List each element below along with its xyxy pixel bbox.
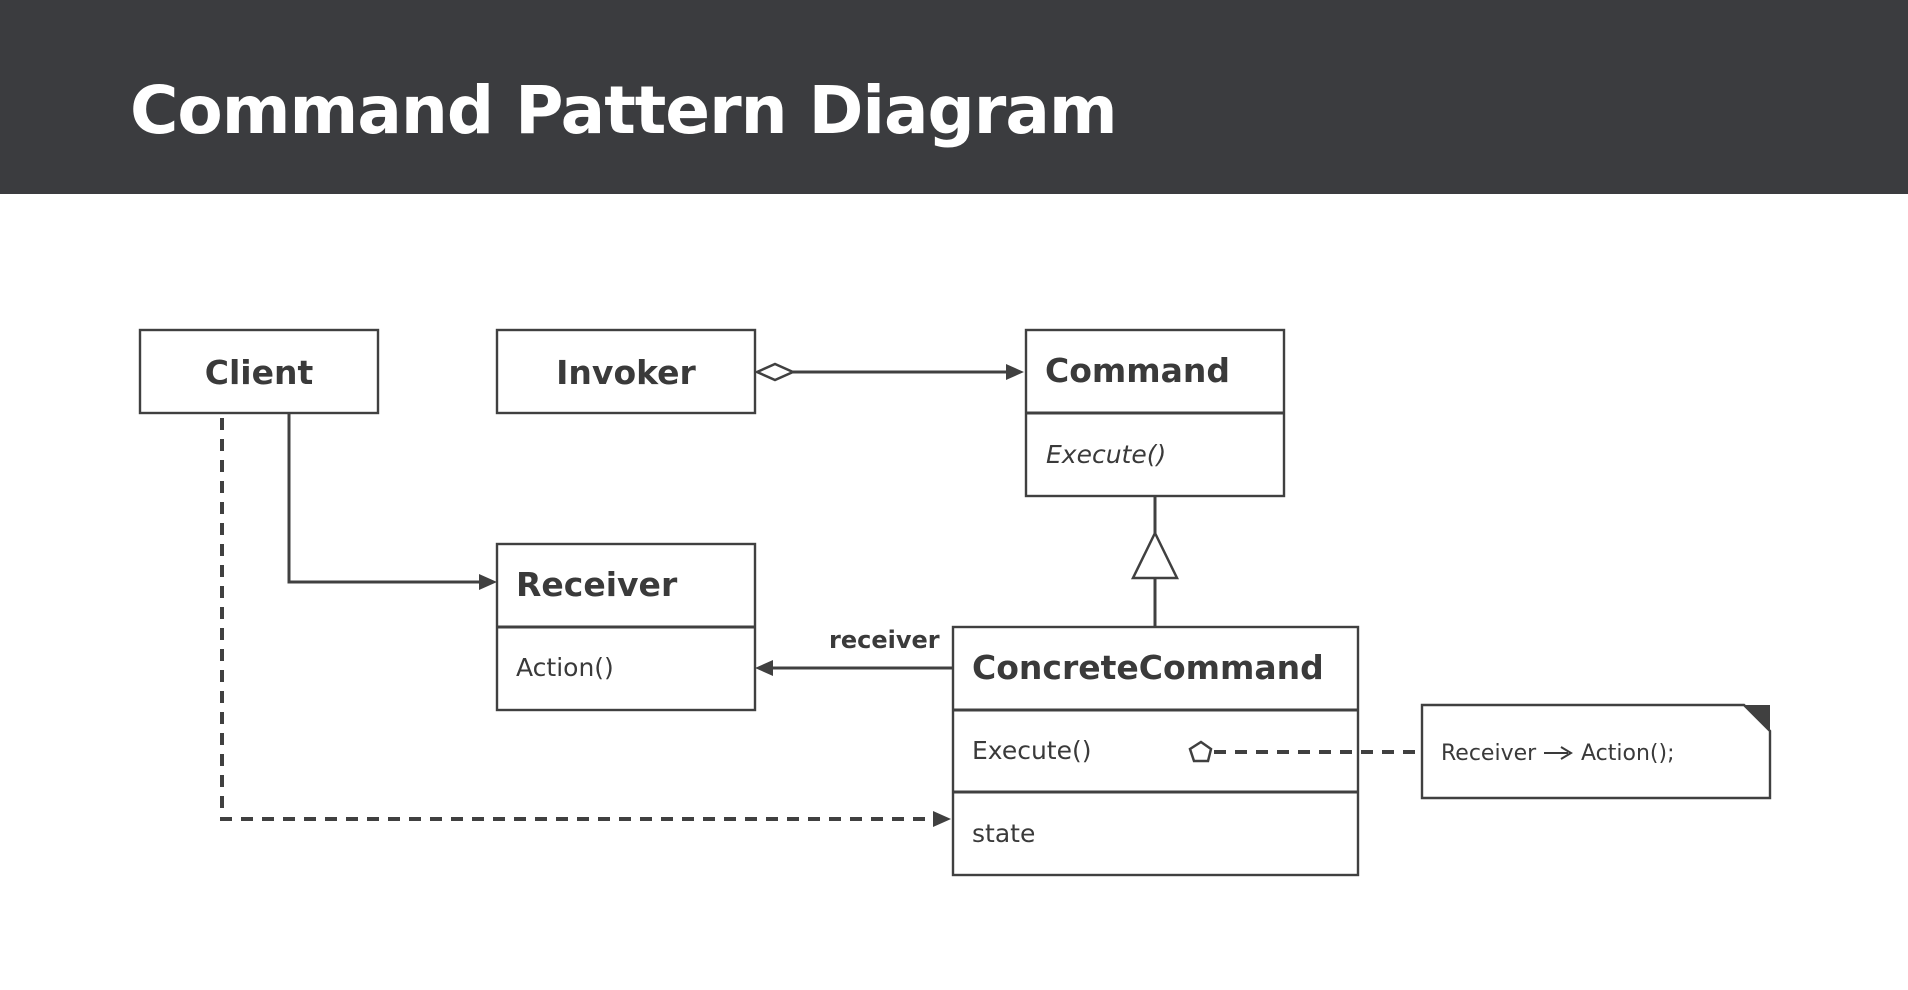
generalization bbox=[1130, 496, 1180, 627]
page-title: Command Pattern Diagram bbox=[130, 72, 1118, 149]
aggregation-diamond-icon bbox=[753, 362, 797, 382]
command-name: Command bbox=[1045, 351, 1230, 390]
concrete-receiver-association: receiver bbox=[755, 626, 953, 676]
dependency-line bbox=[220, 418, 935, 821]
note-folded-corner bbox=[1744, 705, 1770, 731]
client-receiver-association bbox=[287, 413, 497, 590]
receiver-association-label: receiver bbox=[829, 626, 940, 654]
concrete-command-name: ConcreteCommand bbox=[972, 648, 1324, 687]
client-box bbox=[138, 328, 380, 415]
invoker-class: Invoker bbox=[495, 328, 757, 415]
aggregation-arrowhead-icon bbox=[1006, 364, 1024, 380]
receiver-class: Receiver Action() bbox=[495, 542, 757, 712]
concrete-command-box bbox=[951, 625, 1360, 877]
invoker-box bbox=[495, 328, 757, 415]
client-name: Client bbox=[205, 353, 314, 392]
receiver-arrowhead-icon bbox=[755, 660, 773, 676]
note-link bbox=[1188, 740, 1420, 763]
association-line bbox=[287, 413, 481, 584]
association-arrowhead-icon bbox=[479, 574, 497, 590]
concrete-command-field: state bbox=[972, 819, 1035, 848]
client-class: Client bbox=[138, 328, 380, 415]
dependency-arrowhead-icon bbox=[933, 811, 951, 827]
invoker-command-aggregation bbox=[753, 362, 1024, 382]
inheritance-triangle-icon bbox=[1130, 530, 1180, 580]
note-receiver-text: Receiver bbox=[1441, 741, 1537, 766]
invoker-name: Invoker bbox=[556, 353, 696, 392]
receiver-name: Receiver bbox=[516, 565, 678, 604]
command-method: Execute() bbox=[1046, 440, 1166, 469]
implementation-note: Receiver Action(); bbox=[1420, 703, 1772, 800]
title-banner: Command Pattern Diagram bbox=[0, 0, 1908, 194]
note-box bbox=[1420, 703, 1772, 800]
note-arrow-icon bbox=[1544, 746, 1573, 760]
concrete-command-class: ConcreteCommand Execute() state bbox=[951, 625, 1360, 877]
client-concrete-dependency bbox=[220, 418, 951, 827]
note-anchor-icon bbox=[1188, 740, 1213, 763]
command-class: Command Execute() bbox=[1024, 328, 1286, 498]
receiver-method: Action() bbox=[516, 653, 614, 682]
note-action-text: Action(); bbox=[1581, 741, 1674, 766]
concrete-command-method: Execute() bbox=[972, 736, 1091, 765]
